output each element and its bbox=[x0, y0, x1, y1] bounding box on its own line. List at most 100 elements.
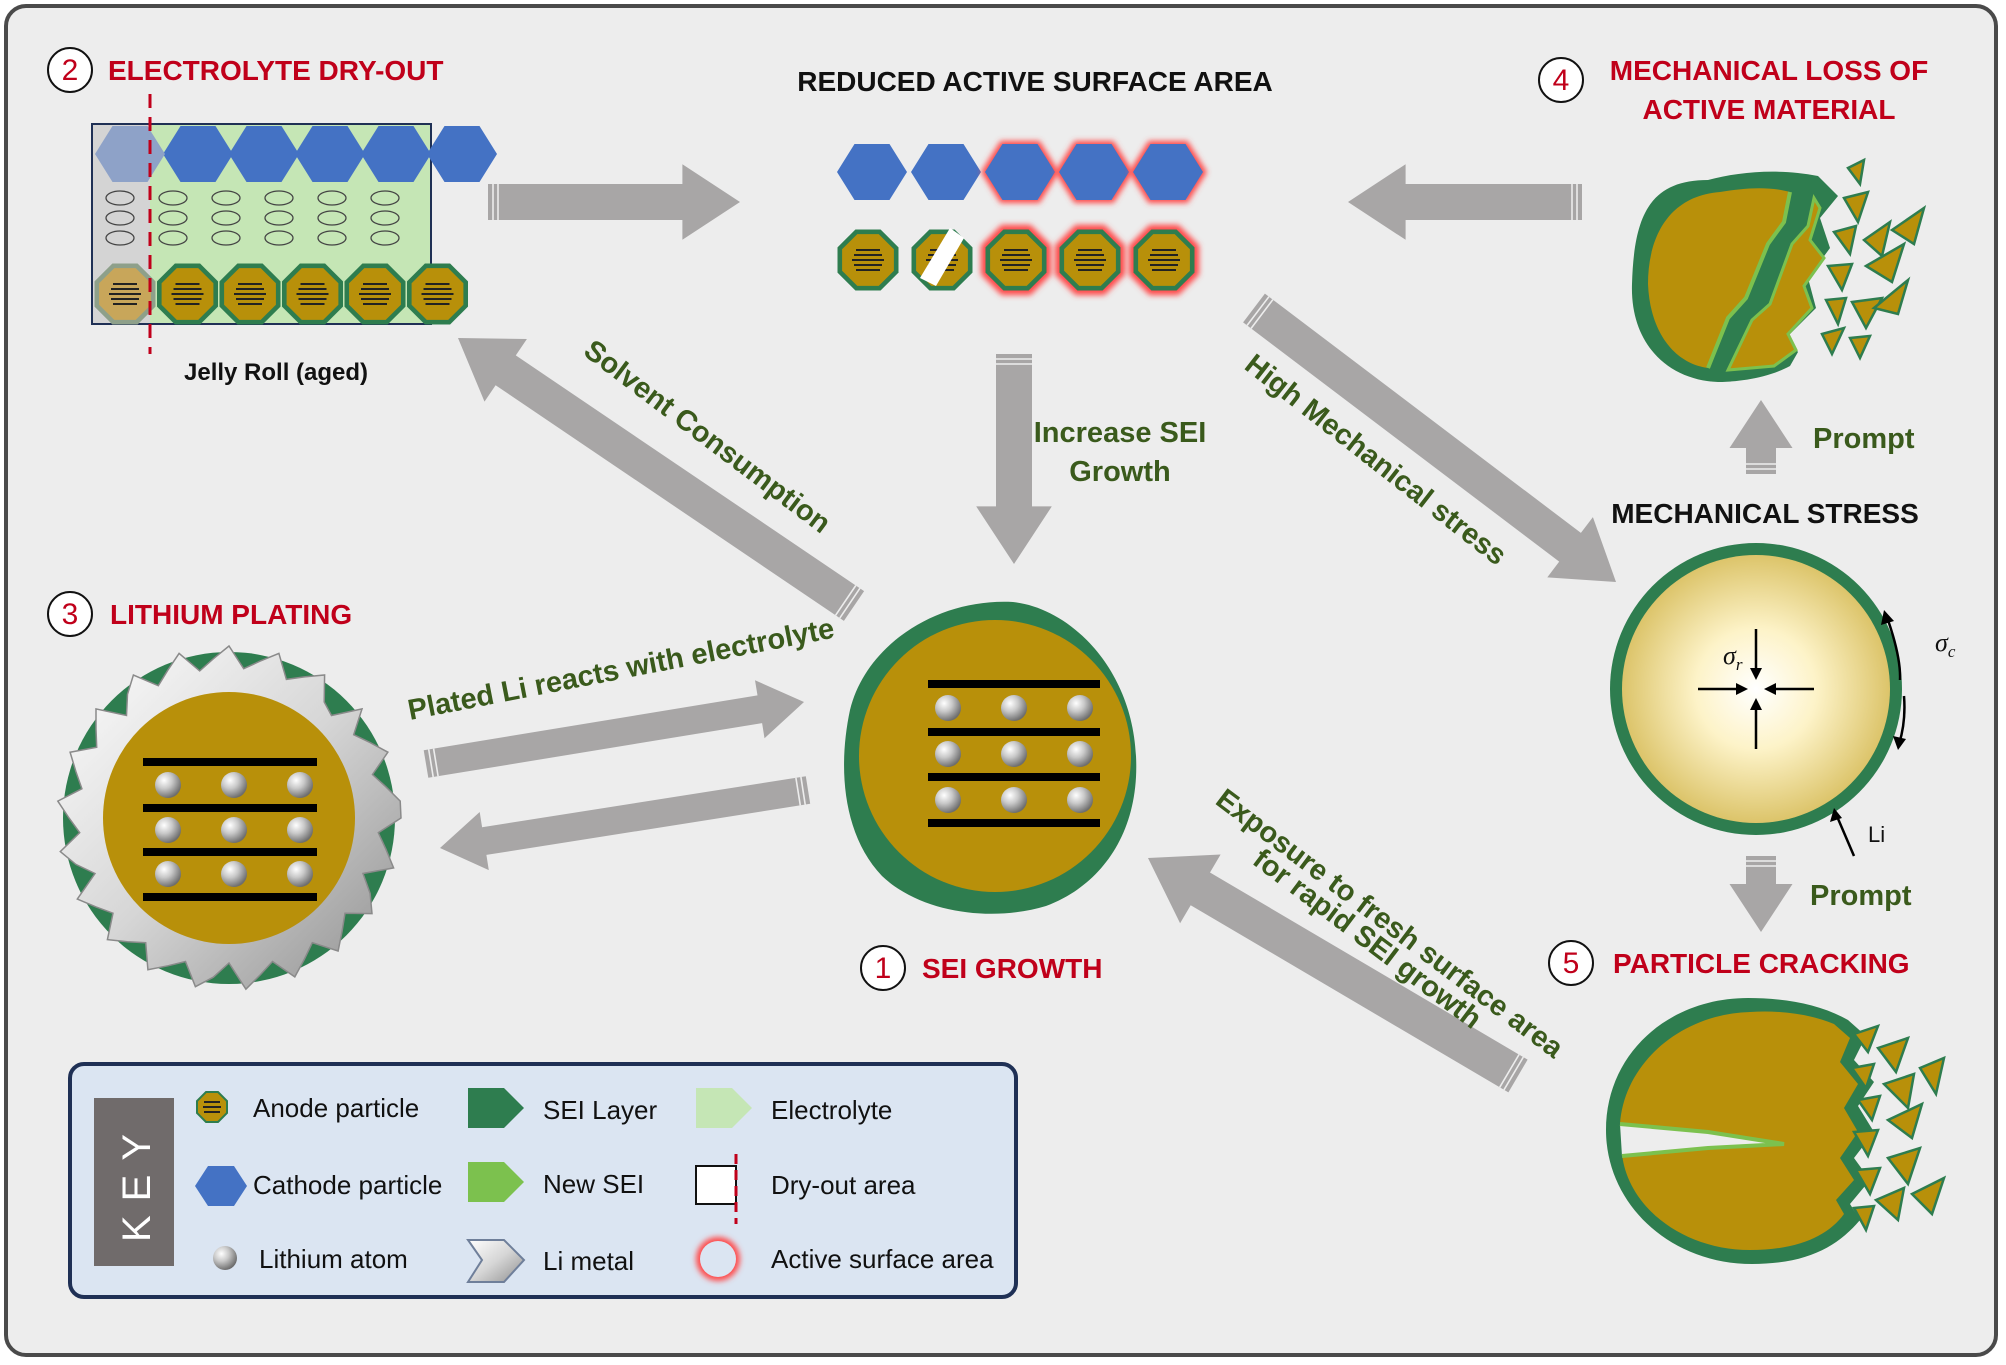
reduced-cathode bbox=[837, 144, 907, 200]
crack-core bbox=[1620, 1011, 1858, 1250]
lithium-atom bbox=[1067, 787, 1093, 813]
diagram-frame: 2 ELECTROLYTE DRY-OUT Jelly Roll (aged) … bbox=[4, 4, 1998, 1357]
key-box bbox=[68, 1062, 1018, 1299]
lithium-atom bbox=[221, 861, 247, 887]
key-cathode-icon bbox=[195, 1166, 247, 1206]
electrolyte-molecule bbox=[317, 190, 347, 206]
key-lithium-atom-icon bbox=[213, 1246, 237, 1270]
title-mechanical-loss-line2: ACTIVE MATERIAL bbox=[1642, 94, 1895, 125]
arrow-plating-to-sei-stripe bbox=[432, 748, 439, 777]
mechanical-loss-particle bbox=[1631, 157, 1927, 382]
loss-fragments bbox=[1820, 157, 1927, 361]
lithium-atom bbox=[155, 861, 181, 887]
arrow-cracking-to-sei-stripe bbox=[1499, 1054, 1520, 1088]
graphite-layer bbox=[928, 680, 1100, 688]
arrow-reduced-to-sei-shape bbox=[976, 354, 1052, 564]
fragment bbox=[1849, 1062, 1876, 1091]
loss-crack-edge bbox=[1706, 191, 1792, 369]
arrow-reduced-to-sei bbox=[976, 354, 1052, 564]
electrolyte-molecule bbox=[211, 230, 241, 246]
arrow-sei-to-dryout-stripe bbox=[839, 587, 861, 619]
graphite-layer bbox=[928, 728, 1100, 736]
title-mechanical-stress: MECHANICAL STRESS bbox=[1611, 498, 1919, 529]
fragment bbox=[1881, 1072, 1916, 1111]
jelly-roll-electrolyte bbox=[105, 190, 400, 246]
fragment bbox=[1824, 296, 1848, 328]
fragment bbox=[1909, 1175, 1947, 1217]
sei-lithium-atoms bbox=[935, 695, 1093, 813]
graphite-layer bbox=[143, 804, 317, 812]
electrolyte-molecule bbox=[105, 190, 135, 206]
electrolyte-molecule bbox=[158, 230, 188, 246]
title-mechanical-loss-line1: MECHANICAL LOSS OF bbox=[1610, 55, 1928, 86]
label-prompt-lower: Prompt bbox=[1810, 880, 1912, 912]
electrolyte-molecule bbox=[264, 230, 294, 246]
reduced-surface-anodes bbox=[837, 224, 1200, 296]
title-particle-cracking: PARTICLE CRACKING bbox=[1613, 948, 1910, 979]
jelly-roll-anodes bbox=[94, 263, 468, 325]
fragment bbox=[1851, 1023, 1881, 1055]
arrow-reduced-to-stress-stripe bbox=[1250, 299, 1274, 329]
arrow-stress-to-mechloss-shape bbox=[1729, 400, 1793, 474]
lithium-atom bbox=[1067, 695, 1093, 721]
electrolyte-molecule bbox=[317, 230, 347, 246]
graphite-layer bbox=[143, 848, 317, 856]
key-label-sei-layer: SEI Layer bbox=[543, 1095, 658, 1125]
key-label-active-surface: Active surface area bbox=[771, 1244, 994, 1274]
electrolyte-molecule bbox=[370, 230, 400, 246]
lithium-atom bbox=[935, 741, 961, 767]
fragment bbox=[1875, 1036, 1911, 1075]
fragment bbox=[1889, 205, 1927, 246]
title-electrolyte-dry-out: ELECTROLYTE DRY-OUT bbox=[108, 55, 444, 86]
key-title-box bbox=[94, 1098, 174, 1266]
reduced-cathode bbox=[1133, 144, 1203, 200]
reduced-cathode bbox=[985, 144, 1055, 200]
arrow-stress-to-cracking bbox=[1729, 856, 1793, 932]
arrow-reduced-to-stress bbox=[1243, 293, 1616, 582]
arrow-mechloss-to-reduced-shape bbox=[1348, 164, 1582, 240]
lithium-atom bbox=[287, 861, 313, 887]
graphite-layer bbox=[143, 758, 317, 766]
arrow-sei-to-plating-shape bbox=[440, 776, 811, 871]
electrolyte-molecule bbox=[370, 190, 400, 206]
key-dry-out-icon bbox=[695, 1165, 737, 1205]
fragment bbox=[1831, 224, 1858, 257]
reduced-cathode bbox=[1059, 144, 1129, 200]
fragment bbox=[1846, 157, 1866, 188]
jelly-roll-dry-cathode bbox=[95, 126, 165, 182]
fragment bbox=[1918, 1055, 1946, 1098]
fragment bbox=[1871, 276, 1911, 316]
electrolyte-molecule bbox=[105, 210, 135, 226]
lithium-atom bbox=[935, 695, 961, 721]
electrolyte-molecule bbox=[264, 210, 294, 226]
arrows-layer bbox=[423, 164, 1793, 1093]
arrow-sei-to-dryout bbox=[458, 338, 865, 621]
fragment bbox=[1842, 190, 1870, 226]
sigma-c: σc bbox=[1935, 628, 1956, 661]
arrow-stress-to-cracking-shape bbox=[1729, 856, 1793, 932]
fragment bbox=[1852, 1204, 1876, 1234]
arrow-cracking-to-sei bbox=[1148, 854, 1528, 1093]
arrow-reduced-to-stress-shape bbox=[1243, 293, 1616, 582]
jelly-roll-cathode bbox=[427, 126, 497, 182]
fragment bbox=[1885, 1101, 1924, 1141]
sigma-r: σr bbox=[1723, 641, 1743, 674]
lithium-atom bbox=[935, 787, 961, 813]
graphite-layer bbox=[928, 773, 1100, 781]
badge-3-text: 3 bbox=[62, 598, 79, 631]
arrow-sei-to-dryout-stripe bbox=[834, 585, 857, 616]
key-label-electrolyte: Electrolyte bbox=[771, 1095, 892, 1125]
badge-2-text: 2 bbox=[62, 54, 79, 87]
caption-jelly-roll: Jelly Roll (aged) bbox=[184, 359, 368, 386]
arrow-sei-to-plating-stripe bbox=[795, 777, 802, 806]
lithium-atom bbox=[221, 772, 247, 798]
title-lithium-plating: LITHIUM PLATING bbox=[110, 599, 352, 630]
arrow-cracking-to-sei-shape bbox=[1148, 854, 1528, 1093]
fragment bbox=[1850, 296, 1885, 331]
anode-crack bbox=[920, 228, 964, 286]
cracking-particle bbox=[1606, 998, 1947, 1264]
stress-core bbox=[1622, 555, 1890, 823]
jelly-roll-cathode bbox=[163, 126, 233, 182]
arrow-dryout-to-reduced bbox=[488, 164, 740, 240]
key-title: KEY bbox=[115, 1120, 159, 1242]
